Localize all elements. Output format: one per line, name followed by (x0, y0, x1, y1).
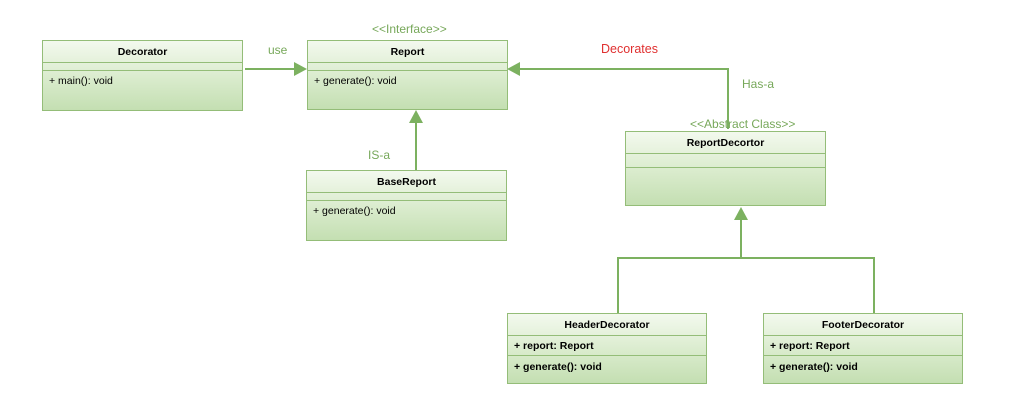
class-footer-decorator: FooterDecorator + report: Report + gener… (763, 313, 963, 384)
attributes-section: + report: Report (508, 336, 706, 356)
methods-section (626, 168, 825, 194)
class-header-decorator: HeaderDecorator + report: Report + gener… (507, 313, 707, 384)
class-name: BaseReport (307, 171, 506, 193)
has-a-label: Has-a (742, 77, 775, 91)
class-report-decorator: ReportDecortor (625, 131, 826, 206)
class-name: ReportDecortor (626, 132, 825, 154)
class-report: Report + generate(): void (307, 40, 508, 110)
method-generate: + generate(): void (770, 361, 858, 373)
methods-section: + generate(): void (508, 356, 706, 378)
use-arrowhead (294, 62, 307, 76)
class-name: FooterDecorator (764, 314, 962, 336)
methods-section: + generate(): void (764, 356, 962, 378)
class-name: HeaderDecorator (508, 314, 706, 336)
use-label: use (268, 43, 288, 57)
attribute-report: + report: Report (770, 339, 850, 352)
is-a-label: IS-a (368, 148, 391, 162)
class-name: Decorator (43, 41, 242, 63)
is-a-arrowhead (409, 110, 423, 123)
decorates-arrowhead (507, 62, 520, 76)
attributes-section (626, 154, 825, 168)
attributes-section (307, 193, 506, 201)
report-decorator-stereotype: <<Abstract Class>> (690, 117, 796, 131)
method-generate: + generate(): void (314, 75, 397, 87)
method-generate: + generate(): void (514, 361, 602, 373)
report-stereotype: <<Interface>> (372, 22, 447, 36)
method-generate: + generate(): void (313, 205, 396, 217)
inherit-arrowhead (734, 207, 748, 220)
inherit-branch-connector (617, 257, 875, 313)
methods-section: + main(): void (43, 71, 242, 119)
decorates-label: Decorates (601, 42, 658, 56)
class-base-report: BaseReport + generate(): void (306, 170, 507, 241)
class-name: Report (308, 41, 507, 63)
attributes-section (308, 63, 507, 71)
attribute-report: + report: Report (514, 339, 594, 352)
method-main: + main(): void (49, 75, 113, 87)
decorates-connector (517, 68, 729, 129)
methods-section: + generate(): void (308, 71, 507, 119)
attributes-section: + report: Report (764, 336, 962, 356)
attributes-section (43, 63, 242, 71)
methods-section: + generate(): void (307, 201, 506, 249)
class-decorator: Decorator + main(): void (42, 40, 243, 111)
